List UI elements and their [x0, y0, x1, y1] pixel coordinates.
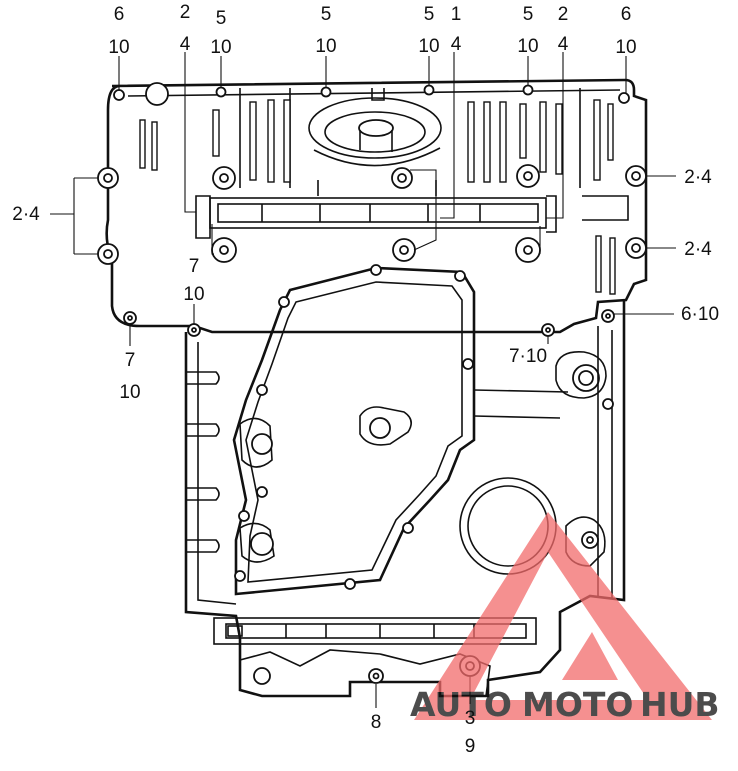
callout-c18-bottom: 9 — [465, 736, 476, 757]
callout-c2-top: 2 — [180, 2, 191, 23]
upper-housing — [97, 78, 648, 337]
callout-c8-top: 2 — [558, 4, 569, 25]
callout-c1-bottom: 10 — [108, 37, 129, 58]
callout-c1-top: 6 — [114, 4, 125, 25]
lower-pan — [184, 264, 626, 698]
callout-c12: 2·4 — [684, 239, 712, 260]
callout-c11: 2·4 — [684, 167, 712, 188]
callout-c7-bottom: 10 — [517, 36, 538, 57]
callout-c2-bottom: 4 — [180, 34, 191, 55]
callout-c18-top: 3 — [465, 708, 476, 729]
watermark-triangle — [414, 512, 712, 720]
callout-c14-bottom: 10 — [119, 382, 140, 403]
callout-labels: 6 10 2 4 5 10 5 10 5 10 1 4 5 10 2 4 6 1… — [12, 2, 719, 757]
watermark-moto: MOTO — [522, 685, 633, 724]
callout-c9-top: 6 — [621, 4, 632, 25]
callout-c17: 8 — [371, 712, 382, 733]
callout-c8-bottom: 4 — [558, 34, 569, 55]
callout-c9-bottom: 10 — [615, 37, 636, 58]
callout-c15: 6·10 — [681, 304, 719, 325]
callout-c3-top: 5 — [216, 8, 227, 29]
watermark-hub: HUB — [640, 685, 720, 724]
callout-c14-top: 7 — [125, 350, 136, 371]
callout-c13-top: 7 — [189, 256, 200, 277]
watermark-auto: AUTO — [410, 685, 512, 724]
gasket-outline — [232, 266, 476, 596]
callout-c10: 2·4 — [12, 204, 40, 225]
leader-lines — [50, 52, 676, 708]
strainer-pipe — [195, 195, 629, 239]
upper-slots — [139, 99, 616, 295]
callout-c16: 7·10 — [509, 346, 547, 367]
watermark: AUTO MOTO HUB — [410, 512, 720, 724]
callout-c5-bottom: 10 — [418, 36, 439, 57]
callout-c5-top: 5 — [424, 4, 435, 25]
callout-c13-bottom: 10 — [183, 284, 204, 305]
oil-strainer — [308, 88, 442, 196]
callout-c7-top: 5 — [523, 4, 534, 25]
callout-c3-bottom: 10 — [210, 37, 231, 58]
callout-c4-bottom: 10 — [315, 36, 336, 57]
callout-c6-bottom: 4 — [451, 34, 462, 55]
callout-c6-top: 1 — [451, 4, 462, 25]
bottom-rail — [213, 617, 537, 645]
callout-c4-top: 5 — [321, 4, 332, 25]
